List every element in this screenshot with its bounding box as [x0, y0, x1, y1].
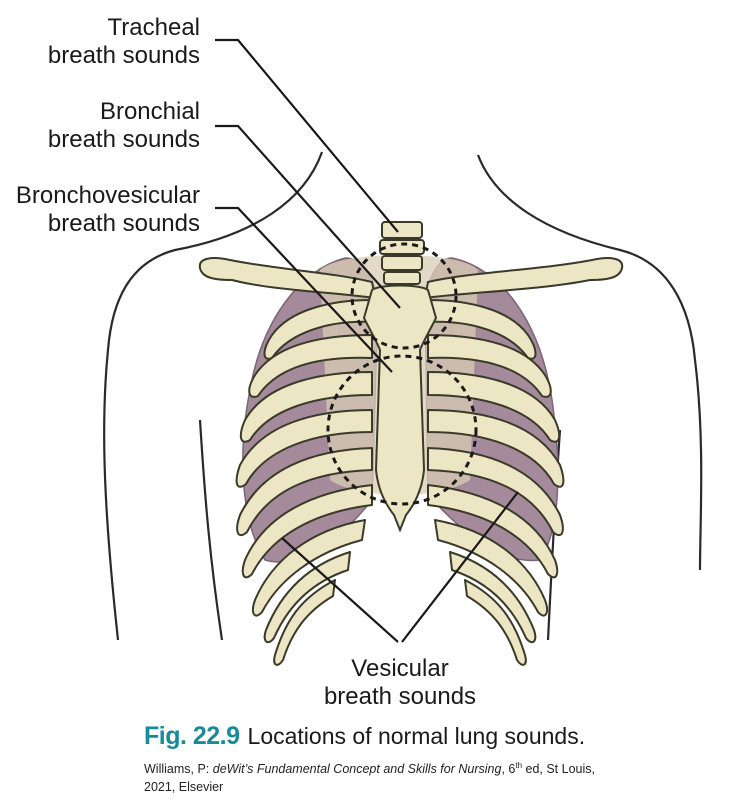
vesicular-leader-right	[281, 537, 399, 643]
caption-text: Locations of normal lung sounds.	[247, 723, 586, 749]
bronchovesicular-label: Bronchovesicular breath sounds	[15, 182, 200, 237]
ribs-left	[427, 299, 565, 666]
bronchial-leader	[215, 124, 401, 309]
torso-outline	[103, 151, 703, 641]
trachea	[379, 221, 425, 285]
leader-lines	[215, 38, 519, 643]
bronchovesicular-zone	[326, 354, 478, 506]
auscultation-zones	[326, 242, 478, 506]
tracheal-leader	[215, 38, 399, 233]
source-credit: Williams, P: deWit’s Fundamental Concept…	[144, 761, 595, 795]
tracheal-label: Tracheal breath sounds	[47, 14, 200, 69]
chest-anatomy-diagram	[103, 38, 703, 666]
vesicular-leader-left	[401, 491, 519, 643]
vesicular-label: Vesicular breath sounds	[323, 655, 477, 710]
bronchovesicular-leader	[215, 206, 393, 373]
figure-number: Fig. 22.9	[144, 722, 240, 750]
bronchial-label: Bronchial breath sounds	[47, 98, 200, 153]
figure-caption: Fig. 22.9 Locations of normal lung sounds…	[144, 722, 585, 751]
bronchial-zone	[350, 242, 458, 350]
